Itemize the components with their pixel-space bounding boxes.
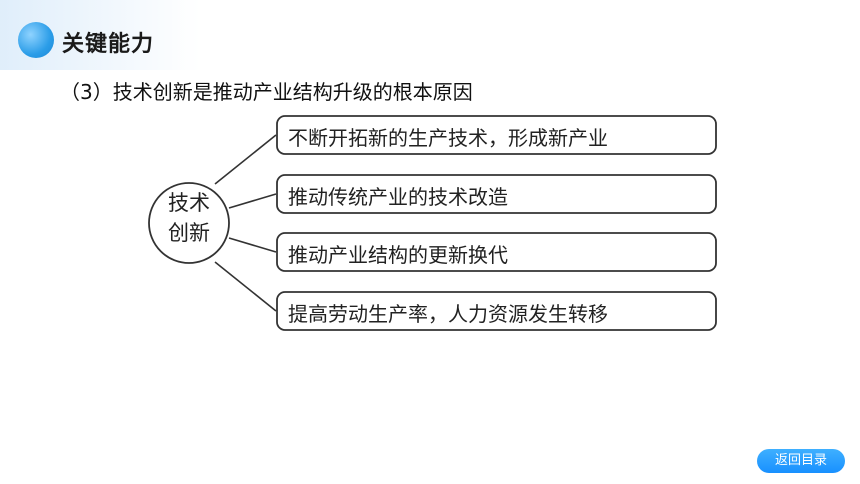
connector-line-3 bbox=[228, 237, 277, 253]
branch-box-2 bbox=[276, 174, 717, 214]
branch-label-1: 不断开拓新的生产技术，形成新产业 bbox=[288, 126, 608, 150]
connector-line-2 bbox=[228, 193, 277, 209]
center-label-line2: 创新 bbox=[168, 221, 210, 245]
branch-box-1 bbox=[276, 115, 717, 155]
center-node bbox=[148, 182, 230, 264]
branch-box-3 bbox=[276, 232, 717, 272]
branch-label-3: 推动产业结构的更新换代 bbox=[288, 243, 508, 267]
header-circle-icon bbox=[18, 22, 54, 58]
branch-label-2: 推动传统产业的技术改造 bbox=[288, 185, 508, 209]
branch-box-4 bbox=[276, 291, 717, 331]
section-subtitle: （3）技术创新是推动产业结构升级的根本原因 bbox=[60, 80, 473, 104]
connector-line-1 bbox=[214, 134, 277, 185]
back-to-contents-button[interactable]: 返回目录 bbox=[757, 449, 845, 473]
connector-line-4 bbox=[214, 261, 277, 312]
page-title: 关键能力 bbox=[62, 32, 155, 57]
center-node-label: 技术 创新 bbox=[150, 188, 228, 248]
branch-label-4: 提高劳动生产率，人力资源发生转移 bbox=[288, 302, 608, 326]
center-label-line1: 技术 bbox=[168, 191, 210, 215]
